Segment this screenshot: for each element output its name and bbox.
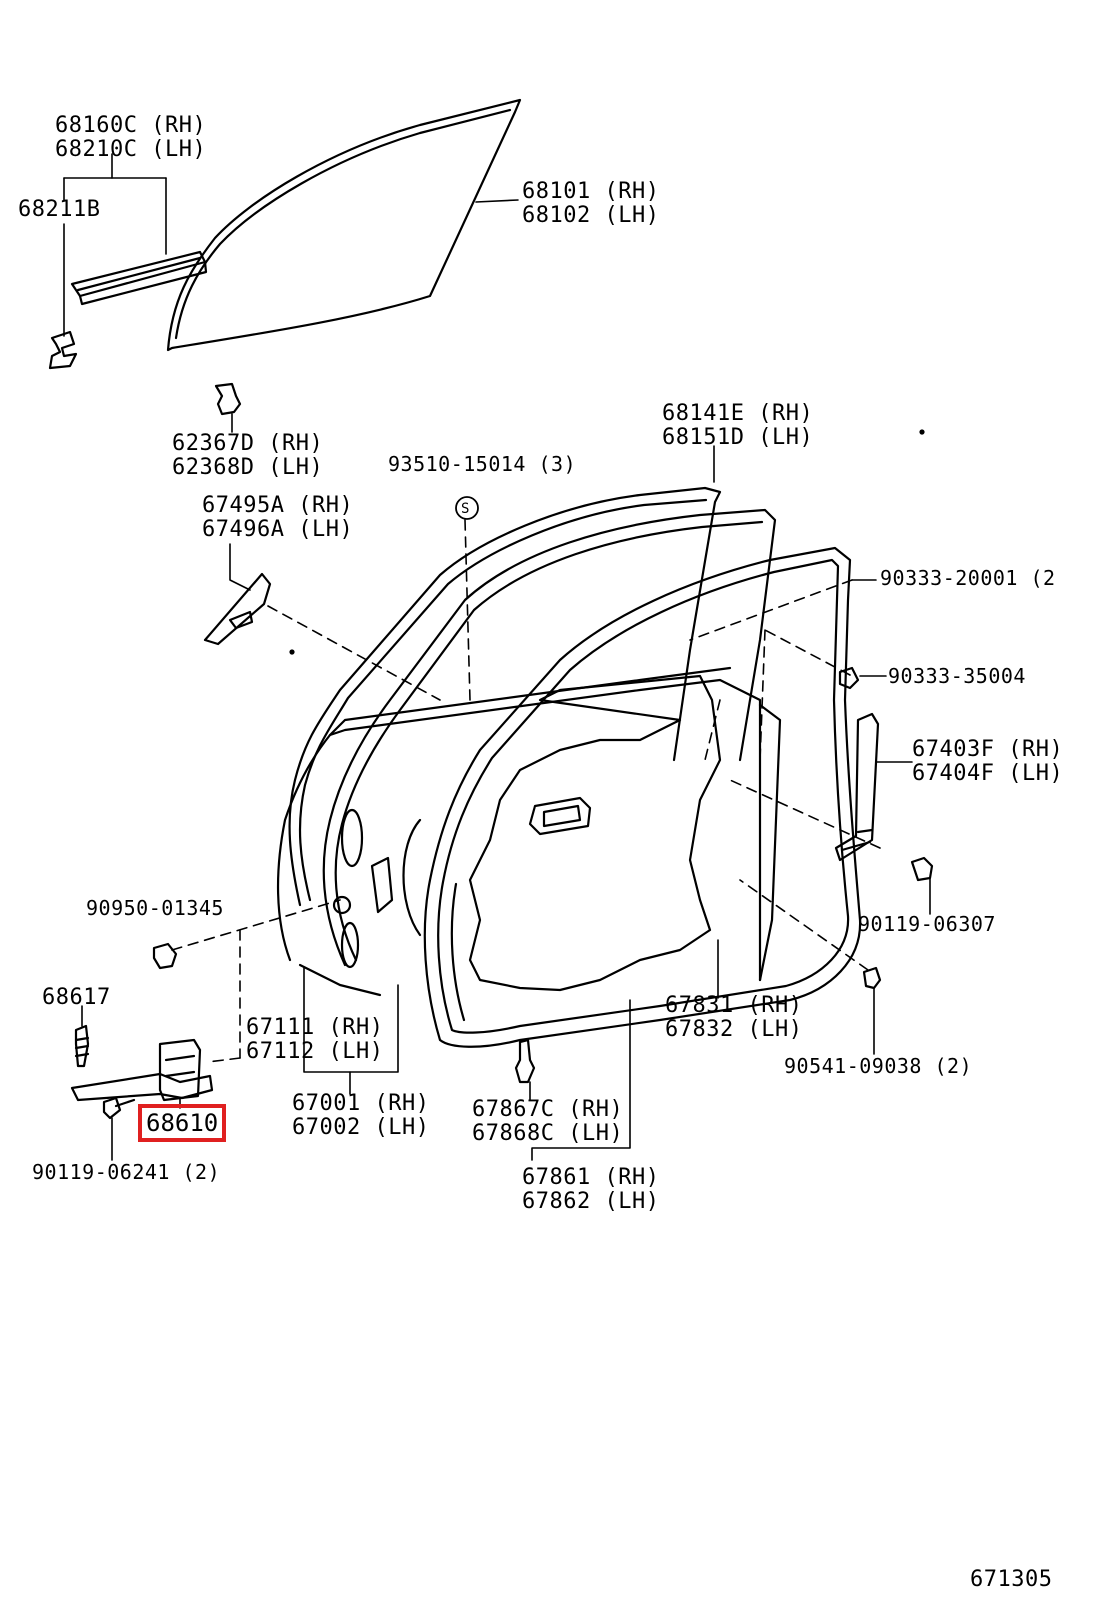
- label-68141e-group: 68141E (RH) 68151D (LH): [662, 402, 813, 450]
- s-symbol: S: [461, 501, 470, 517]
- label-67832: 67832 (LH): [665, 1017, 803, 1042]
- clip-67867c: [514, 1038, 536, 1084]
- highlighted-part-68610[interactable]: 68610: [138, 1104, 227, 1142]
- label-67495a: 67495A (RH): [202, 493, 354, 518]
- label-67862: 67862 (LH): [522, 1189, 660, 1214]
- label-67111: 67111 (RH): [246, 1015, 384, 1040]
- label-90333-20001: 90333-20001 (2: [880, 566, 1056, 590]
- dashed-leaders: [171, 519, 881, 1063]
- door-weatherstrip-outer: [288, 486, 722, 907]
- door-panel: [276, 666, 782, 997]
- label-62367d: 62367D (RH): [172, 431, 324, 456]
- label-90333-35004: 90333-35004: [888, 664, 1026, 688]
- cap-90950: [152, 942, 178, 970]
- leader-lines: [63, 153, 931, 1161]
- label-67831-group: 67831 (RH) 67832 (LH): [665, 994, 802, 1042]
- label-67111-group: 67111 (RH) 67112 (LH): [246, 1016, 383, 1064]
- label-67867c: 67867C (RH): [472, 1097, 624, 1122]
- label-68211b: 68211B: [18, 197, 101, 222]
- bolt-90119-06241: [102, 1096, 136, 1120]
- label-90119-06307: 90119-06307: [858, 912, 996, 936]
- label-67496a: 67496A (LH): [202, 517, 354, 542]
- mirror-cover: [203, 572, 272, 646]
- clip-93510: [455, 496, 479, 520]
- label-67112: 67112 (LH): [246, 1039, 384, 1064]
- bracket-68211b: [48, 330, 78, 370]
- label-90119-06241: 90119-06241 (2): [32, 1160, 221, 1184]
- bolt-68617: [74, 1024, 90, 1068]
- label-68160c-group: 68160C (RH) 68210C (LH): [55, 114, 206, 162]
- label-68101: 68101 (RH): [522, 179, 660, 204]
- label-93510: 93510-15014 (3): [388, 452, 577, 476]
- label-68102: 68102 (LH): [522, 203, 660, 228]
- label-67403f-group: 67403F (RH) 67404F (LH): [912, 738, 1063, 786]
- door-weatherstrip-inner: [423, 546, 862, 1048]
- label-90950: 90950-01345: [86, 896, 224, 920]
- label-67868c: 67868C (LH): [472, 1121, 624, 1146]
- label-62368d: 62368D (LH): [172, 455, 324, 480]
- label-67867c-group: 67867C (RH) 67868C (LH): [472, 1098, 623, 1146]
- label-67861-group: 67861 (RH) 67862 (LH): [522, 1166, 659, 1214]
- label-68101-group: 68101 (RH) 68102 (LH): [522, 180, 659, 228]
- door-check: [70, 1038, 214, 1102]
- label-68210c: 68210C (LH): [55, 137, 207, 162]
- label-67831: 67831 (RH): [665, 993, 803, 1018]
- clip-62367d: [214, 382, 242, 416]
- label-68617: 68617: [42, 985, 111, 1010]
- diagram-number: 671305: [970, 1567, 1053, 1592]
- hole-plug: [838, 666, 860, 690]
- label-67001-group: 67001 (RH) 67002 (LH): [292, 1092, 429, 1140]
- clip-90541: [862, 966, 882, 990]
- label-68141e: 68141E (RH): [662, 401, 814, 426]
- label-68160c: 68160C (RH): [55, 113, 207, 138]
- label-67403f: 67403F (RH): [912, 737, 1064, 762]
- label-90541: 90541-09038 (2): [784, 1054, 973, 1078]
- label-67001: 67001 (RH): [292, 1091, 430, 1116]
- label-67404f: 67404F (LH): [912, 761, 1064, 786]
- label-67861: 67861 (RH): [522, 1165, 660, 1190]
- label-67002: 67002 (LH): [292, 1115, 430, 1140]
- door-glass: [166, 98, 522, 352]
- label-68151d: 68151D (LH): [662, 425, 814, 450]
- glass-run-channel: [70, 250, 208, 306]
- label-62367d-group: 62367D (RH) 62368D (LH): [172, 432, 323, 480]
- frame-cover-67403f: [834, 712, 880, 862]
- screw-90119-06307: [910, 856, 934, 882]
- label-67495a-group: 67495A (RH) 67496A (LH): [202, 494, 353, 542]
